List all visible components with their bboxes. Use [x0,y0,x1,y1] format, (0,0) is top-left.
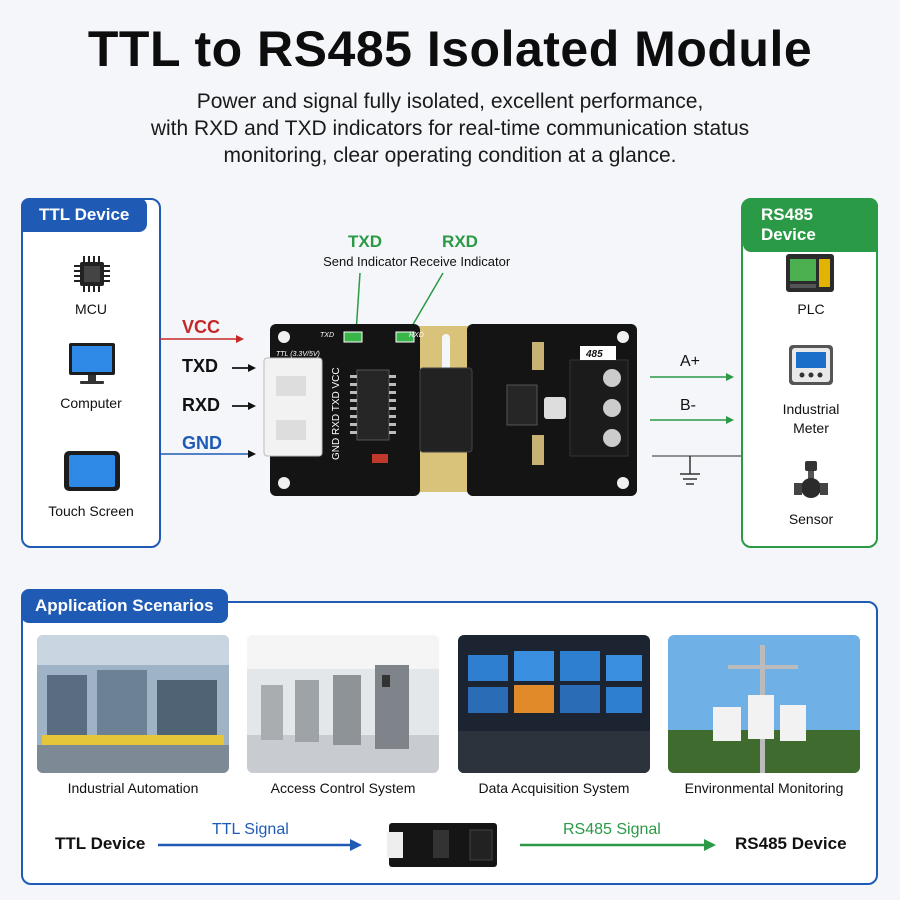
scenario-image-industrial-automation [37,635,229,773]
board-silk-pins: GND RXD TXD VCC [331,367,342,460]
flow-module-icon [387,823,497,867]
board-silk-rxd: RXD [409,332,424,339]
subtitle-line-2: with RXD and TXD indicators for real-tim… [150,117,750,140]
rs485-device-panel: RS485 Device PLC Industrial Meter Sensor [741,198,878,548]
flow-rs485-device: RS485 Device [735,834,847,853]
txd-indicator-caption: Send Indicator [323,254,407,269]
scenario-image-environmental-monitoring [668,635,860,773]
flow-rs485-signal: RS485 Signal [563,821,661,838]
rxd-indicator-title: RXD [442,232,478,251]
meter-label-line-1: Industrial [782,401,840,417]
pin-label-txd: TXD [182,356,218,376]
meter-label-line-2: Meter [793,420,829,436]
pin-label-a-plus: A+ [680,353,701,370]
board-silk-txd: TXD [320,332,334,339]
scenarios-panel-title: Application Scenarios [21,589,228,623]
ttl-item-label-computer: Computer [60,395,122,411]
txd-leader-line [355,272,361,334]
subtitle-line-1: Power and signal fully isolated, excelle… [196,90,704,113]
rs485-item-label-sensor: Sensor [788,511,834,527]
pin-label-gnd: GND [182,433,222,453]
pin-label-b-minus: B- [680,397,696,414]
flow-arrows [158,823,716,867]
scenario-image-data-acquisition [458,635,650,773]
rs485-panel-title: RS485 Device [743,198,878,252]
plc-icon [786,254,834,292]
module-board: TXD RXD TTL (3.3V/5V) GND RXD TXD VCC 48… [263,324,637,496]
txd-indicator-title: TXD [348,232,382,251]
ttl-panel-title: TTL Device [21,198,148,232]
page-title: TTL to RS485 Isolated Module [87,21,813,77]
scenario-caption-data-acquisition: Data Acquisition System [478,780,630,796]
pin-label-vcc: VCC [182,317,221,337]
rs485-item-label-industrial-meter: Industrial Meter [743,400,879,438]
scenario-caption-access-control: Access Control System [270,780,416,796]
flow-ttl-signal: TTL Signal [212,821,289,838]
scenario-image-access-control [247,635,439,773]
scenario-caption-environmental-monitoring: Environmental Monitoring [684,780,844,796]
txd-indicator-callout: TXD Send Indicator [300,232,430,269]
ttl-item-label-touch-screen: Touch Screen [48,503,134,519]
flow-ttl-device: TTL Device [55,834,146,853]
meter-icon [789,345,833,385]
board-silk-ttl: TTL (3.3V/5V) [276,351,320,358]
rxd-indicator-caption: Receive Indicator [409,254,511,269]
ttl-device-panel: TTL Device MCU Computer Touch Screen [21,198,161,548]
rxd-leader-line [407,272,444,334]
tablet-icon [64,451,120,491]
pin-label-rxd: RXD [182,395,221,415]
scenario-caption-industrial-automation: Industrial Automation [67,780,199,796]
subtitle-line-3: monitoring, clear operating condition at… [223,144,677,167]
rxd-indicator-callout: RXD Receive Indicator [395,232,525,269]
page-subtitle: Power and signal fully isolated, excelle… [0,88,900,169]
rs485-item-label-plc: PLC [797,301,825,317]
sensor-icon [794,461,828,498]
connection-lines [160,272,741,485]
ttl-item-label-mcu: MCU [75,301,107,317]
monitor-icon [69,343,115,384]
board-silk-485: 485 [585,349,603,360]
chip-icon [74,256,110,292]
